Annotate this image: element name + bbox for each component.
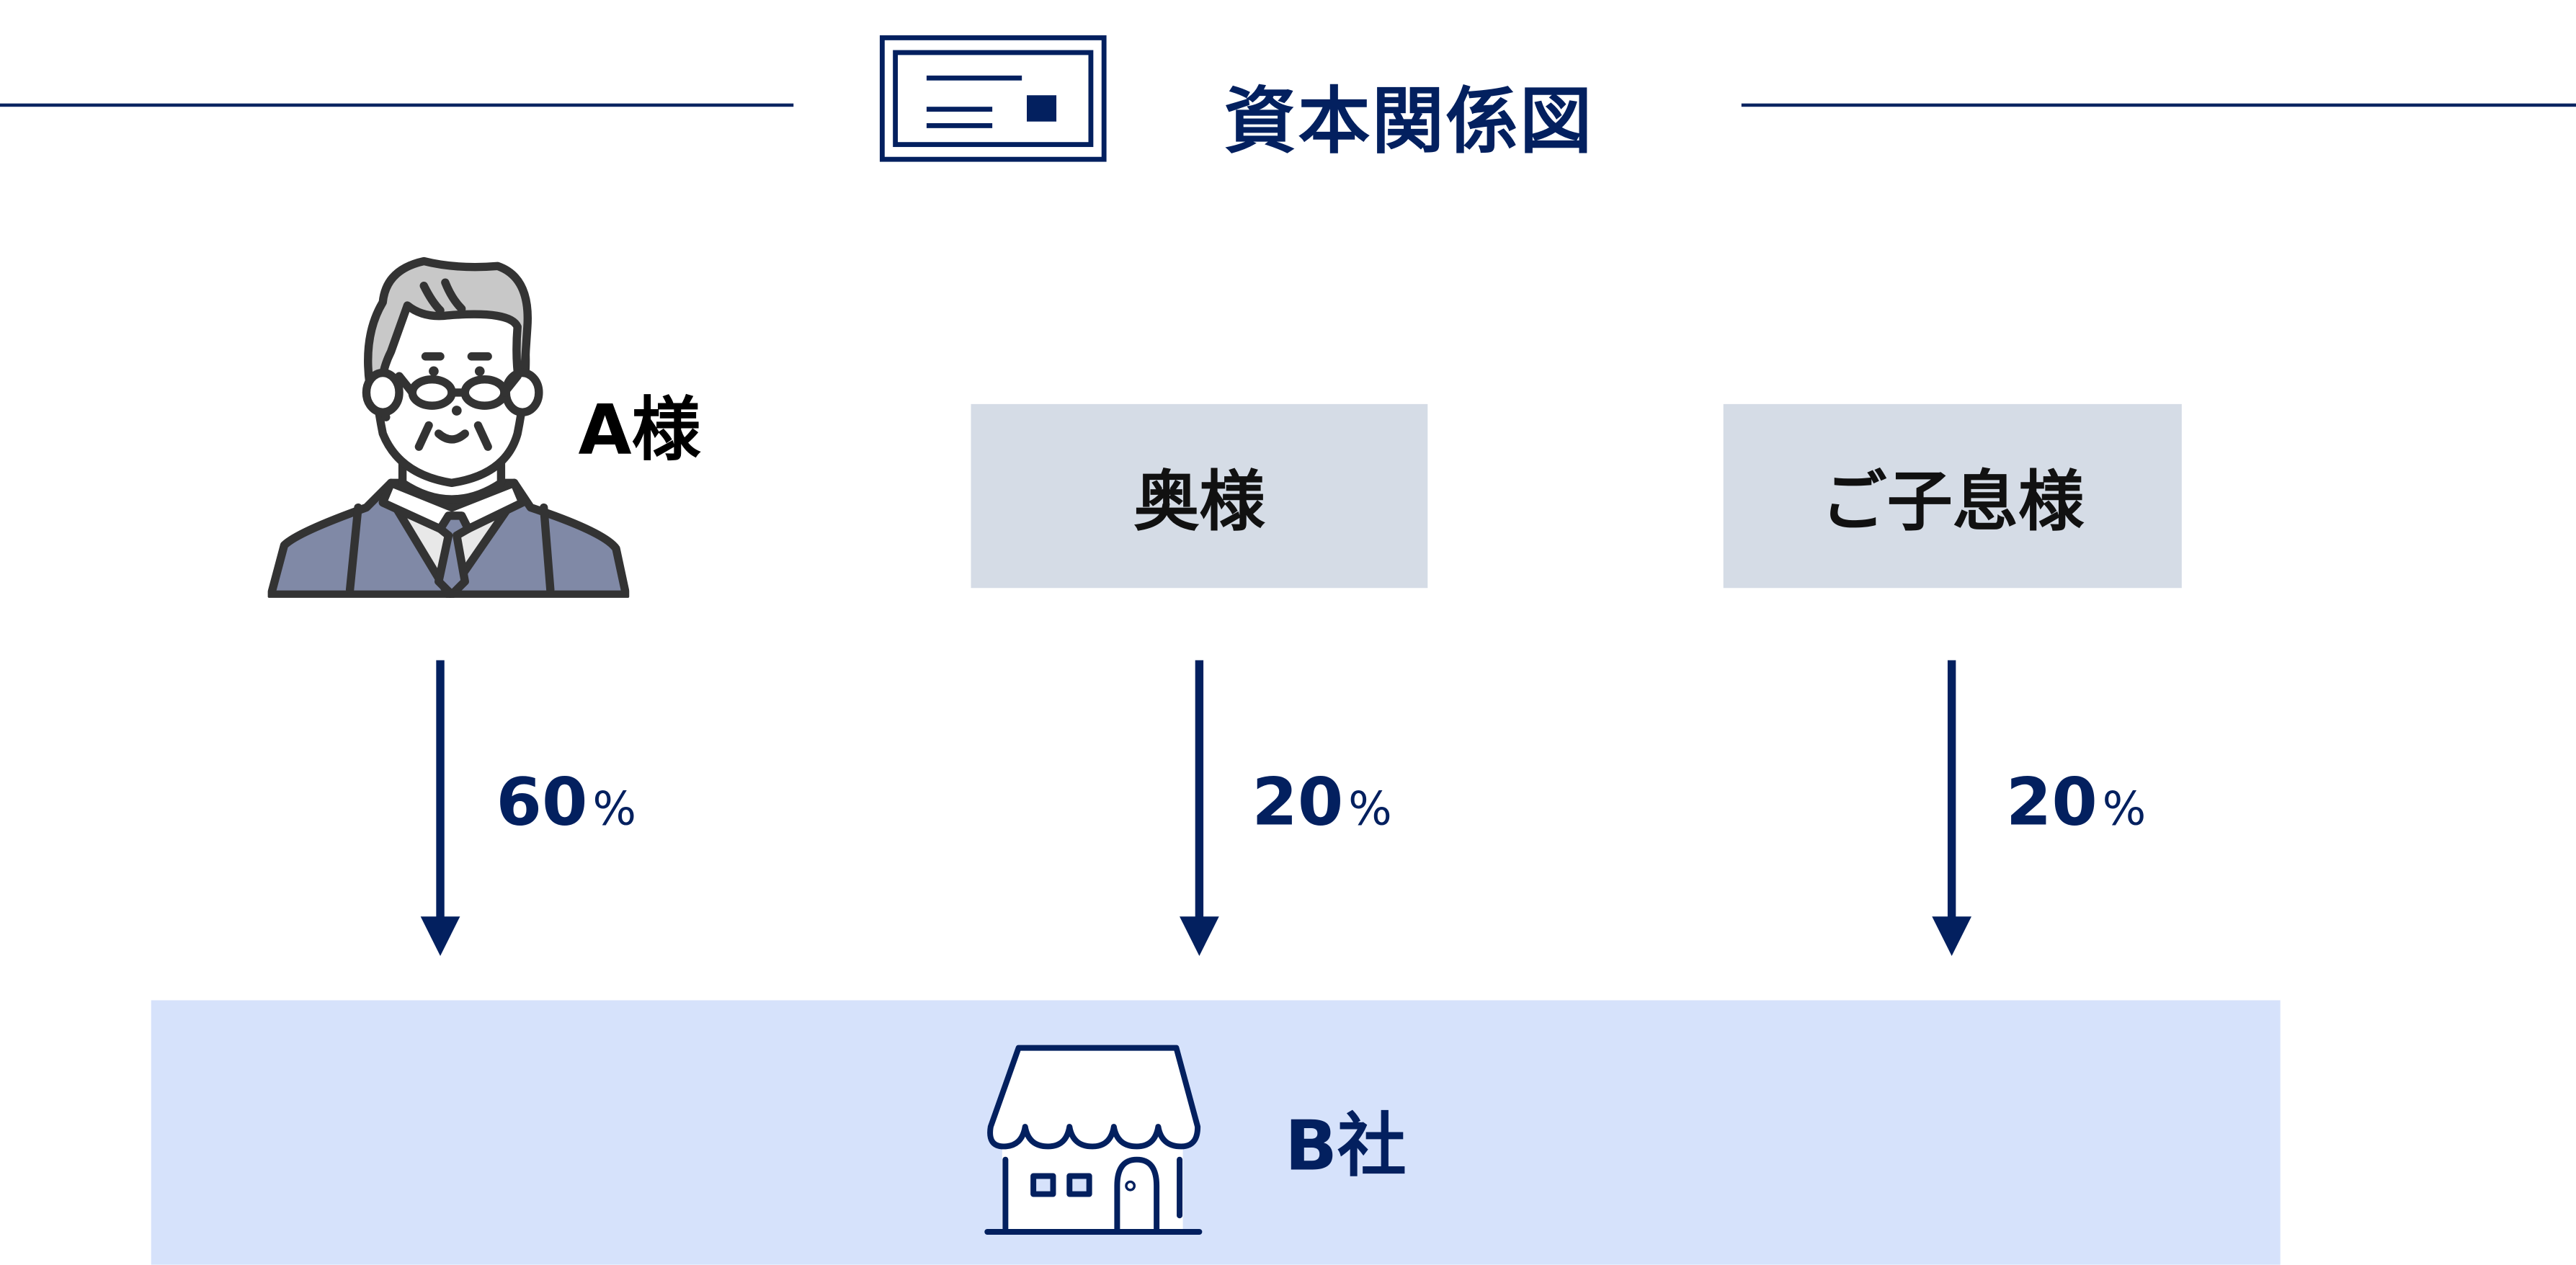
document-icon xyxy=(879,35,1107,162)
share-value: 60 xyxy=(496,765,588,841)
share-unit: % xyxy=(592,782,637,836)
shareholder-son-name: ご子息様 xyxy=(1821,465,2085,541)
shareholder-a-name: A様 xyxy=(578,389,701,470)
company-name: B社 xyxy=(1284,1105,1407,1186)
elderly-man-avatar-icon xyxy=(267,256,630,598)
shareholder-wife-box: 奥様 xyxy=(971,403,1428,589)
share-wife-label: 20% xyxy=(1252,765,1391,841)
share-a-label: 60% xyxy=(496,765,636,841)
share-unit: % xyxy=(1348,782,1392,836)
shareholder-wife-name: 奥様 xyxy=(1133,465,1265,541)
shareholder-son-box: ご子息様 xyxy=(1723,403,2182,589)
page-title: 資本関係図 xyxy=(1224,80,1594,164)
header-line-right xyxy=(1741,103,2576,107)
header-line-left xyxy=(0,103,794,107)
share-son-label: 20% xyxy=(2006,765,2146,841)
shop-icon xyxy=(984,1045,1203,1235)
share-value: 20 xyxy=(2005,765,2098,841)
company-box xyxy=(151,1000,2281,1265)
share-value: 20 xyxy=(1252,765,1344,841)
share-unit: % xyxy=(2102,782,2147,836)
